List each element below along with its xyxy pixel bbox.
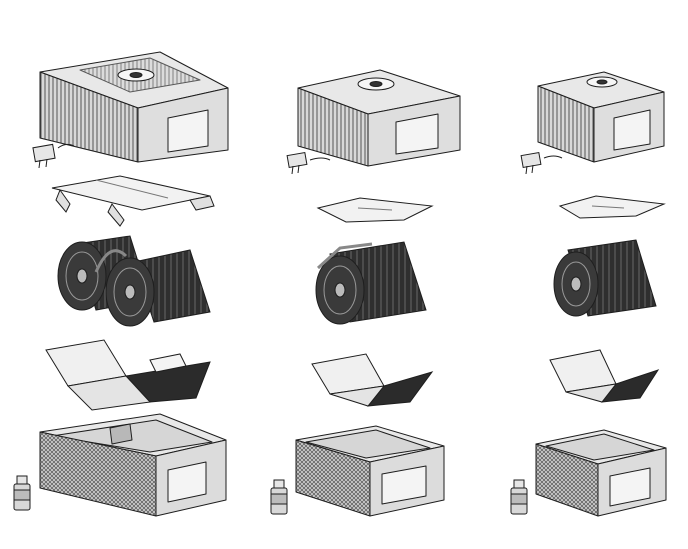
housing-top [39, 51, 229, 163]
cleaning-additive-bottle [13, 475, 31, 511]
housing-top [297, 69, 461, 167]
cleaning-additive-bottle [270, 479, 288, 515]
power-adapter [32, 143, 75, 169]
power-adapter [520, 151, 563, 175]
humidifier-disc-stack [553, 239, 657, 317]
housing-front-window [167, 109, 209, 153]
water-basin [295, 425, 445, 517]
medium-unit [270, 69, 461, 517]
water-tray-insert [549, 349, 660, 403]
water-basin [39, 413, 227, 517]
disc-carry-handle [94, 249, 128, 273]
humidifier-disc-stack [57, 235, 211, 327]
humidifier-disc-stack [315, 241, 427, 325]
power-adapter [286, 151, 331, 175]
disc-holder-plate [558, 195, 666, 219]
cleaning-additive-bottle [510, 479, 528, 515]
large-unit [13, 51, 229, 517]
water-tray-insert [311, 353, 434, 407]
disc-holder-plate [316, 197, 434, 223]
small-unit [510, 71, 667, 517]
disc-holder-plate [51, 175, 215, 227]
control-knob-center [129, 72, 143, 78]
water-basin [535, 429, 667, 517]
water-tray-insert [45, 339, 211, 411]
housing-top [537, 71, 665, 163]
